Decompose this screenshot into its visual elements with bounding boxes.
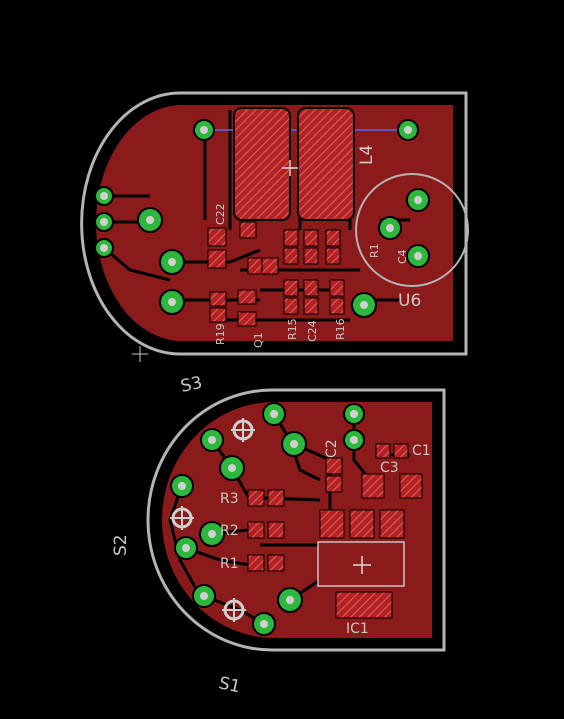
label-c1: C1 <box>412 443 431 459</box>
label-ic1: IC1 <box>346 621 369 637</box>
inductor-pad-right <box>297 107 355 221</box>
label-r3: R3 <box>220 491 239 507</box>
label-r15: R15 <box>286 318 299 340</box>
top-smd-pads <box>207 221 345 327</box>
label-c2: C2 <box>324 439 340 458</box>
inductor-pad-left <box>233 107 291 221</box>
bottom-smd-pads <box>247 443 423 619</box>
label-small-b: C4 <box>396 249 409 264</box>
label-u6: U6 <box>398 291 421 311</box>
label-c22: C22 <box>214 203 227 225</box>
label-c3: C3 <box>380 460 399 476</box>
ic1-body <box>317 541 405 587</box>
u6-outline <box>355 173 469 287</box>
label-small-a: R1 <box>368 243 381 258</box>
bottom-vias <box>170 402 365 636</box>
label-r2: R2 <box>220 523 239 539</box>
label-r1: R1 <box>220 556 239 572</box>
label-q1: Q1 <box>252 332 265 348</box>
label-c24: C24 <box>306 320 319 342</box>
top-vias <box>94 119 430 318</box>
label-r19: R19 <box>214 323 227 345</box>
label-s3: S3 <box>179 373 204 397</box>
bottom-board-outline <box>146 388 446 652</box>
top-board-copper-pour <box>96 105 453 341</box>
label-r16: R16 <box>334 318 347 340</box>
top-board-outline <box>80 91 468 356</box>
label-s2: S2 <box>111 534 131 556</box>
label-l4: L4 <box>357 145 377 165</box>
label-s1: S1 <box>217 673 242 697</box>
bottom-board: R3 R2 R1 C2 C1 C3 IC1 S2 S1 <box>111 388 446 697</box>
top-board: L4 U6 C22 R19 Q1 R15 C24 R16 R1 C4 S3 <box>80 91 469 397</box>
